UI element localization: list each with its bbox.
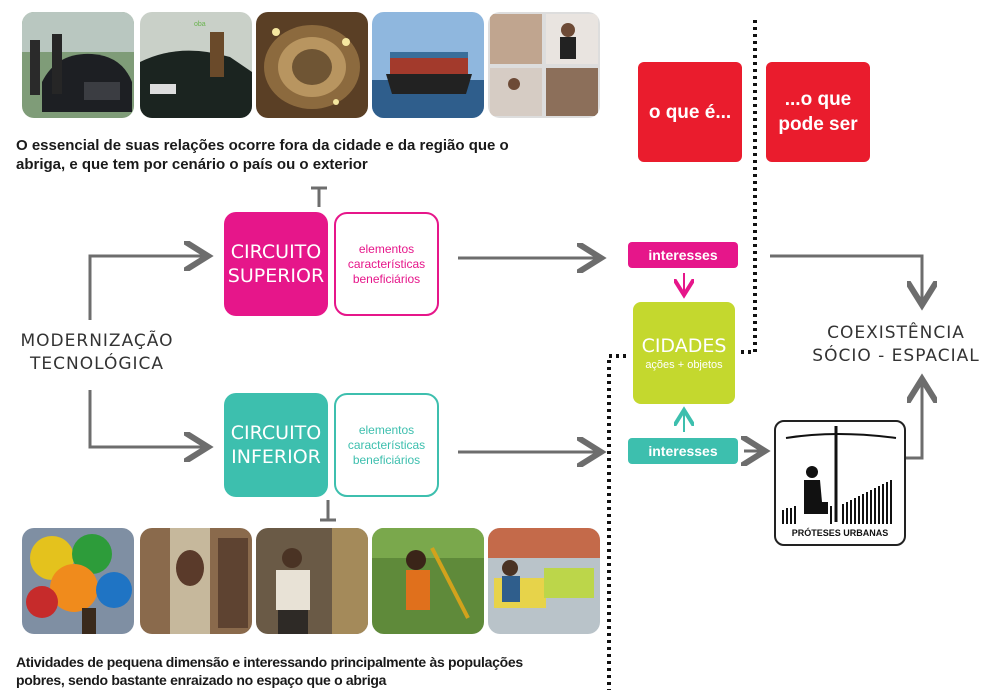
graffiti-photo [140, 528, 252, 634]
circuito-inferior-line: INFERIOR [231, 446, 321, 468]
proteses-urbanas-label: PRÓTESES URBANAS [791, 528, 889, 538]
elements-line: elementos [358, 422, 415, 437]
elements-line: elementos [358, 241, 415, 256]
cargo-ship-photo [372, 12, 484, 118]
circuito-superior-line: SUPERIOR [227, 265, 325, 287]
o-que-pode-ser-line: pode ser [778, 114, 858, 135]
bottom-caption-line: pobres, sendo bastante enraizado no espa… [16, 672, 387, 688]
circuito-inferior-elements: elementos características beneficiários [334, 393, 439, 497]
proteses-urbanas-box: PRÓTESES URBANAS [774, 420, 906, 546]
proteses-urbanas-icon [782, 426, 897, 524]
business-meeting-photo [488, 12, 600, 118]
bottom-caption: Atividades de pequena dimensão e interes… [16, 653, 616, 689]
circuito-inferior-box: CIRCUITO INFERIOR [224, 393, 328, 497]
o-que-e-box: o que é... [638, 62, 742, 162]
elements-line: características [347, 437, 426, 452]
top-caption: O essencial de suas relações ocorre fora… [16, 136, 626, 174]
o-que-pode-ser-line: ...o que [784, 89, 852, 110]
elements-line: características [347, 256, 426, 271]
top-caption-line: abriga, e que tem por cenário o país ou … [16, 156, 368, 173]
circuito-superior-box: CIRCUITO SUPERIOR [224, 212, 328, 316]
top-caption-line: O essencial de suas relações ocorre fora… [16, 137, 509, 154]
o-que-e-label: o que é... [648, 101, 732, 123]
circuito-inferior-line: CIRCUITO [230, 422, 322, 444]
svg-text:oba: oba [194, 21, 206, 28]
newspaper-reader-photo [256, 528, 368, 634]
o-que-pode-ser-box: ...o que pode ser [766, 62, 870, 162]
elements-line: beneficiários [352, 452, 421, 467]
car-woman-photo: oba [140, 12, 252, 118]
musician-photo [372, 528, 484, 634]
cidades-box: CIDADES ações + objetos [633, 302, 735, 404]
coexistencia-line: COEXISTÊNCIA [827, 323, 965, 343]
cidades-title: CIDADES [641, 335, 727, 357]
coexistencia-socio-espacial: COEXISTÊNCIA SÓCIO - ESPACIAL [808, 322, 984, 368]
balloons-photo [22, 528, 134, 634]
circuito-superior-line: CIRCUITO [230, 241, 322, 263]
street-vendor-photo [488, 528, 600, 634]
modernizacao-tecnologica: MODERNIZAÇÃO TECNOLÓGICA [12, 330, 182, 376]
circuito-superior-elements: elementos características beneficiários [334, 212, 439, 316]
elements-line: beneficiários [352, 271, 421, 286]
modernizacao-line: TECNOLÓGICA [29, 354, 165, 374]
coexistencia-line: SÓCIO - ESPACIAL [812, 346, 980, 366]
car-photo [22, 12, 134, 118]
cidades-subtitle: ações + objetos [645, 359, 723, 371]
mall-photo [256, 12, 368, 118]
bottom-caption-line: Atividades de pequena dimensão e interes… [16, 654, 523, 670]
interesses-top-tag: interesses [628, 242, 738, 268]
interesses-bottom-tag: interesses [628, 438, 738, 464]
modernizacao-line: MODERNIZAÇÃO [20, 331, 174, 351]
